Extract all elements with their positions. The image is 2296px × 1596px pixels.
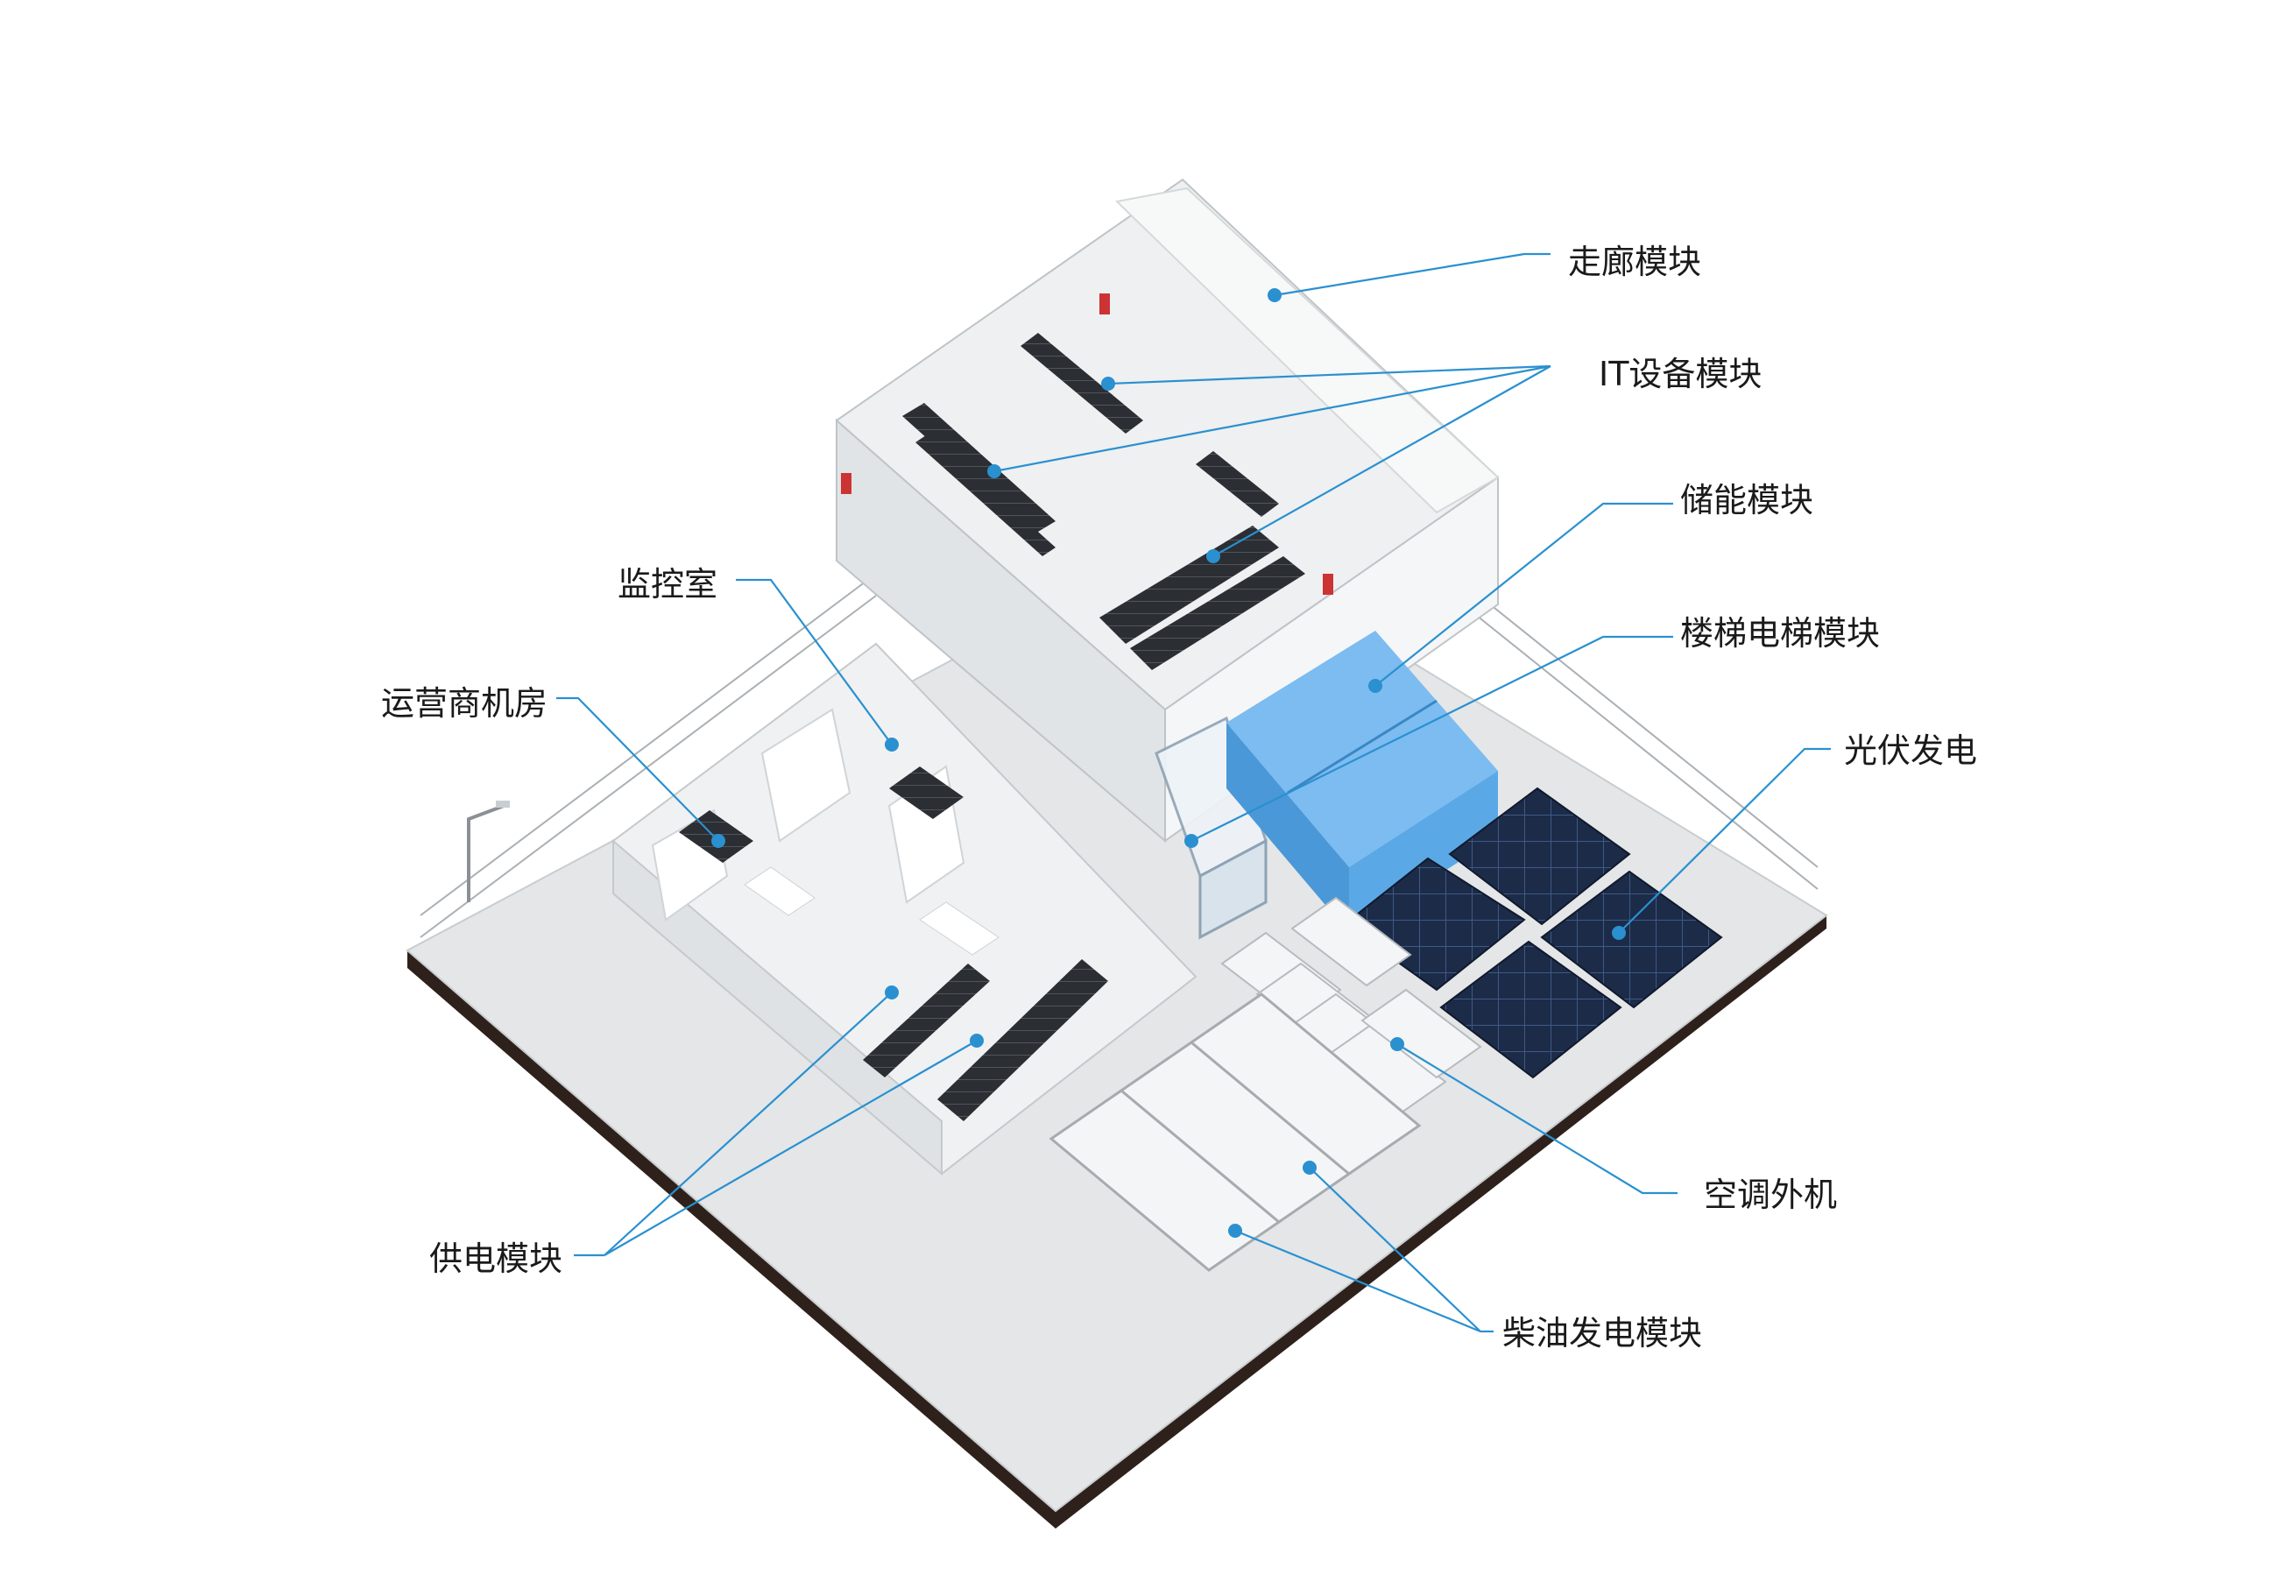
leader-corridor [1274, 252, 1551, 297]
ac-outdoor-units [1220, 896, 1482, 1114]
leader-it-3 [1212, 365, 1551, 557]
label-it-equipment-module: IT设备模块 [1599, 355, 1763, 393]
street-light [467, 801, 510, 902]
leader-diesel-1 [1309, 1167, 1481, 1332]
label-pv-generation: 光伏发电 [1844, 731, 1978, 770]
label-corridor-module: 走廊模块 [1568, 243, 1702, 281]
leader-power-2 [604, 1040, 978, 1256]
leader-carrier [556, 696, 719, 842]
leader-storage [1374, 502, 1673, 687]
leader-power-1 [604, 992, 893, 1256]
leader-pv [1618, 747, 1831, 934]
label-diesel-generator-module: 柴油发电模块 [1502, 1314, 1703, 1352]
leader-stairs [1190, 635, 1673, 842]
solar-array [1343, 787, 1723, 1079]
leader-dots [711, 288, 1626, 1238]
label-stair-elevator-module: 楼梯电梯模块 [1680, 614, 1881, 653]
diesel-generator-modules [1049, 992, 1422, 1272]
label-carrier-room: 运营商机房 [381, 684, 548, 723]
leader-it-2 [1107, 364, 1551, 385]
leader-monitor [736, 578, 893, 745]
leader-it-1 [993, 364, 1551, 473]
label-energy-storage-module: 储能模块 [1680, 481, 1814, 519]
label-power-supply-module: 供电模块 [429, 1239, 563, 1278]
leader-diesel-2 [1234, 1229, 1481, 1333]
label-ac-outdoor-unit: 空调外机 [1704, 1176, 1838, 1214]
lower-building [611, 642, 1197, 1176]
label-monitoring-room: 监控室 [618, 565, 718, 604]
leader-ac [1396, 1043, 1678, 1195]
leader-lines [556, 252, 1831, 1333]
